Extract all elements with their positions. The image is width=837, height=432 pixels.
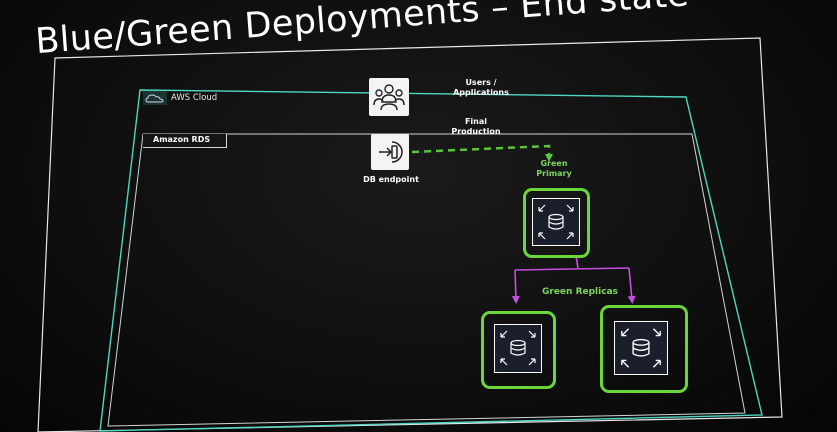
endpoint-icon <box>379 141 403 163</box>
replication-arrow-left <box>511 269 520 304</box>
db-endpoint-node <box>371 134 409 170</box>
connection-label-line1: Final <box>464 117 488 126</box>
green-replica-1-node <box>481 311 556 389</box>
aws-cloud-label-group: AWS Cloud <box>143 91 238 105</box>
green-primary-label-line2: Primary <box>536 169 572 178</box>
green-primary-node <box>523 188 590 258</box>
connection-label-line2: Production <box>451 127 501 136</box>
replication-trunk <box>575 255 579 269</box>
green-replica-1-tile <box>494 324 542 373</box>
amazon-rds-label-box: Amazon RDS <box>143 134 227 148</box>
replication-bar <box>514 267 630 271</box>
rds-database-icon <box>621 328 661 368</box>
aws-cloud-boundary <box>99 89 763 432</box>
users-icon <box>373 84 405 111</box>
users-node <box>369 78 409 116</box>
green-replica-2-node <box>600 305 688 393</box>
green-primary-label-line1: Green <box>540 159 568 168</box>
users-label-line2: Applications <box>453 88 509 97</box>
green-replicas-label: Green Replicas <box>542 287 618 297</box>
slide-frame <box>37 37 783 432</box>
replication-arrow-right <box>627 267 636 304</box>
users-label-line1: Users / <box>465 78 497 87</box>
green-primary-tile <box>532 198 580 246</box>
db-endpoint-label: DB endpoint <box>363 175 419 184</box>
rds-database-icon <box>538 204 574 240</box>
cloud-icon <box>143 91 167 105</box>
rds-database-icon <box>500 330 536 366</box>
green-replica-2-tile <box>614 321 668 375</box>
final-production-connector <box>411 144 553 162</box>
amazon-rds-boundary <box>107 133 746 427</box>
amazon-rds-label: Amazon RDS <box>153 135 211 144</box>
aws-cloud-label: AWS Cloud <box>171 93 218 103</box>
